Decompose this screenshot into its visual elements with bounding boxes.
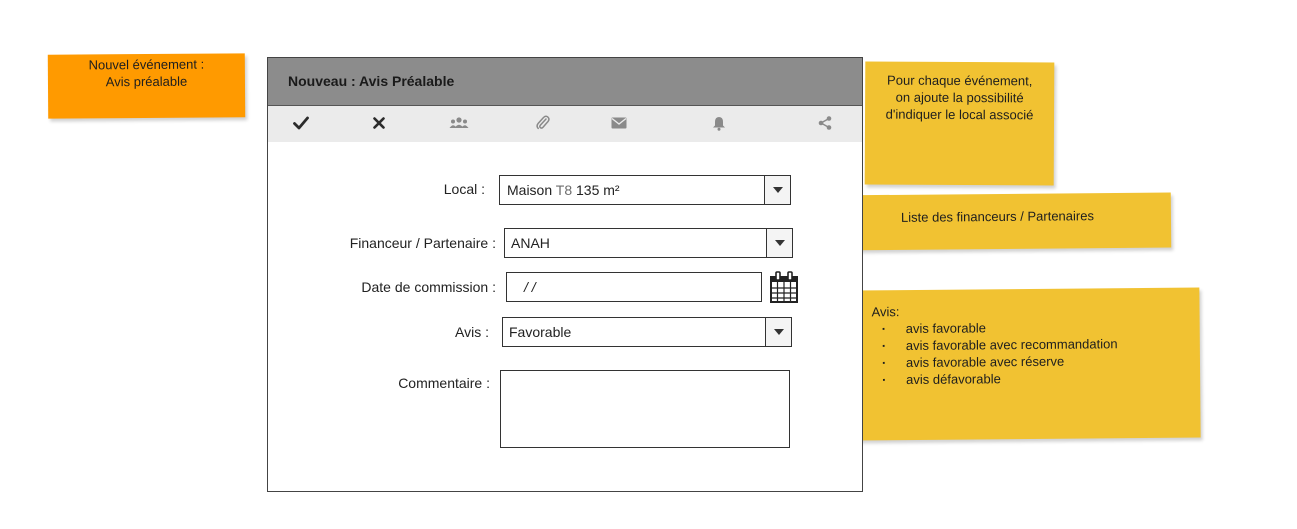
validate-button[interactable]: [288, 110, 314, 136]
avis-select[interactable]: Favorable: [502, 317, 792, 347]
share-button[interactable]: [812, 110, 838, 136]
notification-button[interactable]: [706, 110, 732, 136]
date-label: Date de commission :: [361, 279, 496, 295]
local-select-value: Maison T8 135 m²: [507, 176, 620, 204]
local-area: 135 m²: [576, 182, 620, 198]
date-value: / /: [524, 279, 536, 295]
close-icon: [373, 117, 385, 129]
note-local-line2: on ajoute la possibilité: [895, 89, 1024, 106]
note-new-event-line1: Nouvel événement :: [88, 56, 205, 73]
toolbar: [268, 106, 862, 142]
note-new-event-line2: Avis préalable: [105, 73, 188, 90]
note-local-line3: d'indiquer le local associé: [885, 106, 1034, 123]
note-local-line1: Pour chaque événement,: [887, 72, 1033, 89]
financeur-label: Financeur / Partenaire :: [349, 235, 496, 251]
financeur-select[interactable]: ANAH: [504, 228, 793, 258]
note-local: Pour chaque événement, on ajoute la poss…: [864, 61, 1055, 186]
local-label: Local :: [443, 181, 485, 197]
check-icon: [293, 116, 309, 130]
participants-button[interactable]: [446, 110, 472, 136]
attachment-button[interactable]: [530, 110, 556, 136]
dialog-avis-prealable: Nouveau : Avis Préalable: [267, 57, 863, 492]
date-commission-input[interactable]: / /: [506, 272, 762, 302]
dialog-title: Nouveau : Avis Préalable: [268, 58, 862, 106]
local-select[interactable]: Maison T8 135 m²: [499, 175, 791, 205]
note-financeurs-text: Liste des financeurs / Partenaires: [900, 208, 1094, 225]
chevron-down-icon: [764, 176, 790, 204]
note-avis: Avis: avis favorable avis favorable avec…: [853, 287, 1201, 441]
cancel-button[interactable]: [366, 110, 392, 136]
calendar-button[interactable]: [769, 271, 799, 303]
paperclip-icon: [536, 115, 550, 131]
financeur-value: ANAH: [511, 235, 550, 251]
avis-label: Avis :: [455, 324, 489, 340]
email-button[interactable]: [606, 110, 632, 136]
local-name: Maison: [507, 182, 553, 198]
note-new-event: Nouvel événement : Avis préalable: [47, 53, 246, 119]
commentaire-textarea[interactable]: [500, 370, 790, 448]
avis-value: Favorable: [509, 324, 572, 340]
group-icon: [449, 117, 469, 129]
chevron-down-icon: [766, 229, 792, 257]
note-avis-item: avis défavorable: [882, 368, 1200, 388]
local-type: T8: [555, 182, 573, 198]
bell-icon: [712, 116, 726, 131]
envelope-icon: [611, 117, 627, 129]
commentaire-label: Commentaire :: [398, 375, 490, 391]
chevron-down-icon: [765, 318, 791, 346]
note-financeurs: Liste des financeurs / Partenaires: [823, 192, 1172, 251]
calendar-icon: [769, 271, 799, 307]
note-avis-list: avis favorable avis favorable avec recom…: [872, 317, 1201, 388]
share-icon: [818, 116, 832, 130]
